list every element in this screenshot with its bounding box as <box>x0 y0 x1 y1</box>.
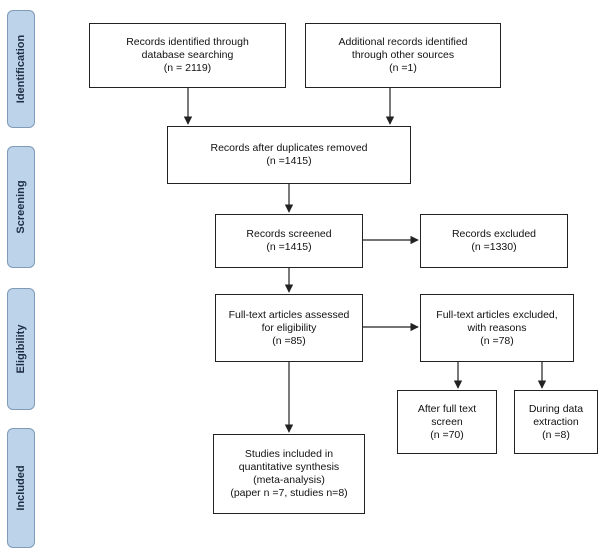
box-after-fulltext-screen-text: After full text screen (n =70) <box>417 402 477 441</box>
box-other-sources: Additional records identified through ot… <box>305 23 501 88</box>
box-during-extraction: During data extraction (n =8) <box>514 390 598 454</box>
box-fulltext-excluded-text: Full-text articles excluded, with reason… <box>436 308 558 347</box>
box-records-screened-text: Records screened (n =1415) <box>246 228 332 253</box>
box-duplicates-removed: Records after duplicates removed (n =141… <box>167 126 411 184</box>
box-db-search: Records identified through database sear… <box>89 23 286 88</box>
box-db-search-text: Records identified through database sear… <box>126 36 249 74</box>
phase-eligibility: Eligibility <box>7 288 35 410</box>
box-during-extraction-text: During data extraction (n =8) <box>528 402 584 441</box>
box-other-sources-text: Additional records identified through ot… <box>338 36 468 74</box>
box-fulltext-excluded: Full-text articles excluded, with reason… <box>420 294 574 362</box>
phase-identification: Identification <box>7 10 35 128</box>
box-studies-included-text: Studies included in quantitative synthes… <box>230 448 348 499</box>
box-fulltext-assessed: Full-text articles assessed for eligibil… <box>215 294 363 362</box>
box-records-excluded-text: Records excluded (n =1330) <box>451 228 537 253</box>
box-studies-included: Studies included in quantitative synthes… <box>213 434 365 514</box>
phase-included: Included <box>7 428 35 548</box>
phase-screening: Screening <box>7 146 35 268</box>
box-records-excluded: Records excluded (n =1330) <box>420 214 568 268</box>
box-after-fulltext-screen: After full text screen (n =70) <box>397 390 497 454</box>
box-duplicates-removed-text: Records after duplicates removed (n =141… <box>210 142 368 167</box>
box-fulltext-assessed-text: Full-text articles assessed for eligibil… <box>228 308 350 347</box>
box-records-screened: Records screened (n =1415) <box>215 214 363 268</box>
